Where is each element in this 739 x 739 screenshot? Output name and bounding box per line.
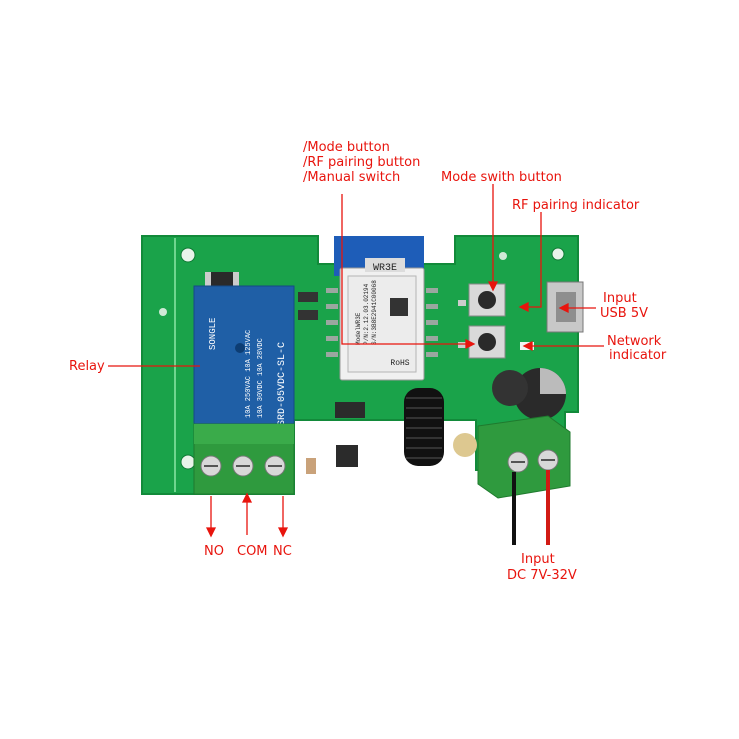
- label-input-dc-2: DC 7V-32V: [507, 568, 577, 583]
- label-relay: Relay: [69, 359, 105, 374]
- module-text-3: S/N:3B8E2941C00068: [371, 280, 378, 345]
- label-rf-pairing-indicator: RF pairing indicator: [512, 198, 640, 213]
- relay-terminal-block: [193, 423, 295, 495]
- relay: SONGLE 10A 250VAC 10A 125VAC 10A 30VDC 1…: [193, 285, 295, 431]
- rohs-mark: RoHS: [390, 359, 409, 368]
- relay-rating-2: 10A 30VDC 10A 28VDC: [257, 338, 265, 418]
- rf-coil: [404, 388, 444, 466]
- capacitors: [453, 368, 566, 457]
- callout-lines: [108, 184, 604, 538]
- label-input-dc-1: Input: [521, 552, 555, 567]
- tactile-buttons: [468, 283, 506, 359]
- label-com: COM: [237, 544, 268, 559]
- module-text-2: P/N:2.12.03.02194: [363, 283, 370, 345]
- relay-model: SRD-05VDC-SL-C: [277, 342, 288, 426]
- label-input-usb-2: USB 5V: [600, 306, 648, 321]
- wifi-module: WR3E ModelWR3E P/N:2.12.03.02194 S/N:3B8…: [326, 236, 438, 381]
- smd-components: [205, 272, 534, 474]
- label-mode-button: /Mode button: [303, 140, 390, 155]
- relay-rating-1: 10A 250VAC 10A 125VAC: [245, 330, 253, 418]
- label-network-indicator-1: Network: [607, 334, 662, 349]
- label-no: NO: [204, 544, 224, 559]
- label-input-usb-1: Input: [603, 291, 637, 306]
- label-nc: NC: [273, 544, 292, 559]
- label-rf-pairing-button: /RF pairing button: [303, 155, 420, 170]
- power-wires: [512, 470, 550, 545]
- relay-brand: SONGLE: [208, 318, 218, 350]
- labels: /Mode button /RF pairing button /Manual …: [69, 140, 667, 583]
- module-text-1: ModelWR3E: [355, 312, 362, 345]
- label-network-indicator-2: indicator: [609, 348, 667, 363]
- label-manual-switch: /Manual switch: [303, 170, 400, 185]
- power-terminal-block: [477, 415, 571, 499]
- label-mode-switch-button: Mode swith button: [441, 170, 562, 185]
- module-name: WR3E: [373, 263, 397, 274]
